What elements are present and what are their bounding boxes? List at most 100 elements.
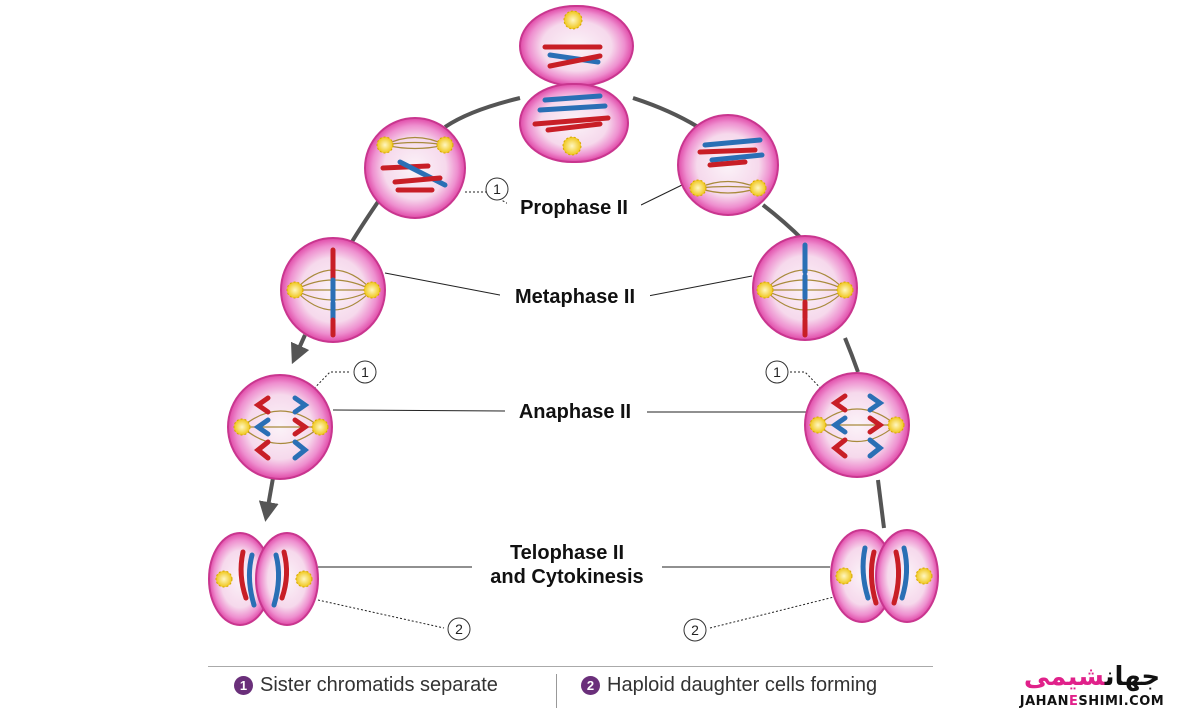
centrosome bbox=[749, 179, 767, 197]
centrosome bbox=[215, 570, 233, 588]
leader-prophase-left bbox=[465, 191, 511, 206]
chromatid-blue bbox=[860, 545, 871, 601]
legend-number-2: 2 bbox=[581, 676, 600, 695]
chromatid-blue bbox=[253, 417, 271, 437]
legend-item-2: 2 Haploid daughter cells forming bbox=[581, 674, 877, 697]
chromatid-blue bbox=[867, 393, 885, 413]
chromosome-blue bbox=[397, 159, 448, 188]
chromosome-red bbox=[697, 147, 758, 155]
cell-anaphase-right bbox=[804, 372, 910, 478]
centrosome bbox=[756, 281, 774, 299]
legend-text-1: Sister chromatids separate bbox=[260, 674, 498, 696]
callout-circle bbox=[353, 360, 377, 384]
spindle-fiber bbox=[817, 424, 897, 443]
chromatid-red bbox=[868, 549, 879, 606]
chromatid-red bbox=[867, 415, 885, 435]
chromatid-red bbox=[253, 439, 271, 461]
leader-metaphase-left bbox=[384, 272, 506, 297]
arc-right-2 bbox=[761, 203, 805, 242]
chromosome-blue bbox=[542, 93, 603, 103]
cell-top-dividing bbox=[519, 5, 634, 163]
logo-latin-mid: E bbox=[1069, 694, 1079, 709]
chromatid-blue bbox=[899, 545, 910, 601]
chromatid-blue bbox=[271, 552, 282, 608]
cell-metaphase-right bbox=[752, 235, 858, 341]
chromosome-red bbox=[392, 175, 443, 185]
callout-telophase-left: 2 bbox=[447, 617, 471, 641]
chromosome-red bbox=[547, 53, 603, 69]
chromosome-red bbox=[532, 115, 611, 127]
chromatid-red bbox=[292, 417, 310, 437]
chromatid-red bbox=[279, 549, 290, 601]
centrosome bbox=[436, 136, 454, 154]
logo-persian-part-b: جهان bbox=[1104, 662, 1161, 692]
label-metaphase-ii: Metaphase II bbox=[500, 285, 650, 309]
label-telophase-line2: and Cytokinesis bbox=[490, 566, 644, 588]
chromatid-blue bbox=[292, 395, 310, 415]
centrosome bbox=[915, 567, 933, 585]
centrosome bbox=[286, 281, 304, 299]
leader-telophase-callout-right bbox=[709, 595, 839, 629]
label-prophase-ii: Prophase II bbox=[507, 196, 641, 220]
chromosome-blue bbox=[709, 152, 765, 163]
legend-separator bbox=[556, 674, 557, 708]
arc-left-2 bbox=[348, 194, 384, 247]
chromosome-blue bbox=[537, 103, 608, 113]
centrosome bbox=[836, 281, 854, 299]
callout-number: 1 bbox=[493, 181, 501, 197]
cell-telophase-left bbox=[208, 532, 319, 626]
centrosome bbox=[887, 416, 905, 434]
chromatid-red bbox=[830, 437, 848, 459]
leader-prophase-right bbox=[640, 184, 683, 206]
label-telophase-line1: Telophase II bbox=[509, 542, 625, 564]
chromosome-red bbox=[545, 121, 603, 133]
chromatid-red bbox=[238, 549, 249, 601]
chromatid-red bbox=[891, 549, 902, 606]
label-telophase-ii: Telophase II and Cytokinesis bbox=[472, 541, 662, 589]
spindle-fiber bbox=[817, 408, 897, 426]
callout-number: 1 bbox=[361, 364, 369, 380]
leader-metaphase-right bbox=[647, 275, 753, 297]
centrosome bbox=[311, 418, 329, 436]
logo-latin-part-b: SHIMI.COM bbox=[1078, 694, 1165, 709]
spindle-fiber bbox=[241, 410, 321, 428]
centrosome bbox=[562, 136, 582, 156]
callout-telophase-right: 2 bbox=[683, 618, 707, 642]
legend-divider-line bbox=[208, 666, 933, 667]
leader-lines bbox=[304, 184, 839, 629]
cell-prophase-left bbox=[364, 117, 466, 219]
leader-anaphase-left bbox=[332, 409, 506, 412]
callout-number: 2 bbox=[691, 622, 699, 638]
centrosome bbox=[563, 10, 583, 30]
centrosome bbox=[809, 416, 827, 434]
legend-item-1: 1 Sister chromatids separate bbox=[234, 674, 498, 697]
callout-circle bbox=[485, 177, 509, 201]
centrosome bbox=[835, 567, 853, 585]
chromosome-blue bbox=[547, 52, 601, 65]
arc-left-4 bbox=[258, 477, 279, 522]
centrosome bbox=[363, 281, 381, 299]
callout-circle bbox=[683, 618, 707, 642]
chromatid-blue bbox=[246, 552, 257, 608]
callout-number: 2 bbox=[455, 621, 463, 637]
chromosome-red bbox=[707, 159, 748, 168]
centrosome bbox=[376, 136, 394, 154]
chromatid-red bbox=[830, 393, 848, 413]
chromatid-blue bbox=[867, 437, 885, 459]
chromatid-blue bbox=[292, 439, 310, 461]
spindle-fiber bbox=[241, 426, 321, 445]
cell-anaphase-left bbox=[227, 374, 333, 480]
arc-left-top bbox=[443, 96, 521, 129]
callout-anaphase-right: 1 bbox=[765, 360, 789, 384]
site-logo: جهانشیمی JAHANESHIMI.COM bbox=[1006, 660, 1178, 716]
callout-number: 1 bbox=[773, 364, 781, 380]
callout-circle bbox=[447, 617, 471, 641]
cell-telophase-right bbox=[830, 529, 939, 623]
chromosome-blue bbox=[702, 137, 763, 148]
cell-metaphase-left bbox=[280, 237, 386, 343]
callout-prophase: 1 bbox=[485, 177, 509, 201]
logo-latin-part-a: JAHAN bbox=[1019, 694, 1069, 709]
arc-right-3 bbox=[843, 337, 860, 373]
label-anaphase-ii: Anaphase II bbox=[505, 400, 645, 424]
